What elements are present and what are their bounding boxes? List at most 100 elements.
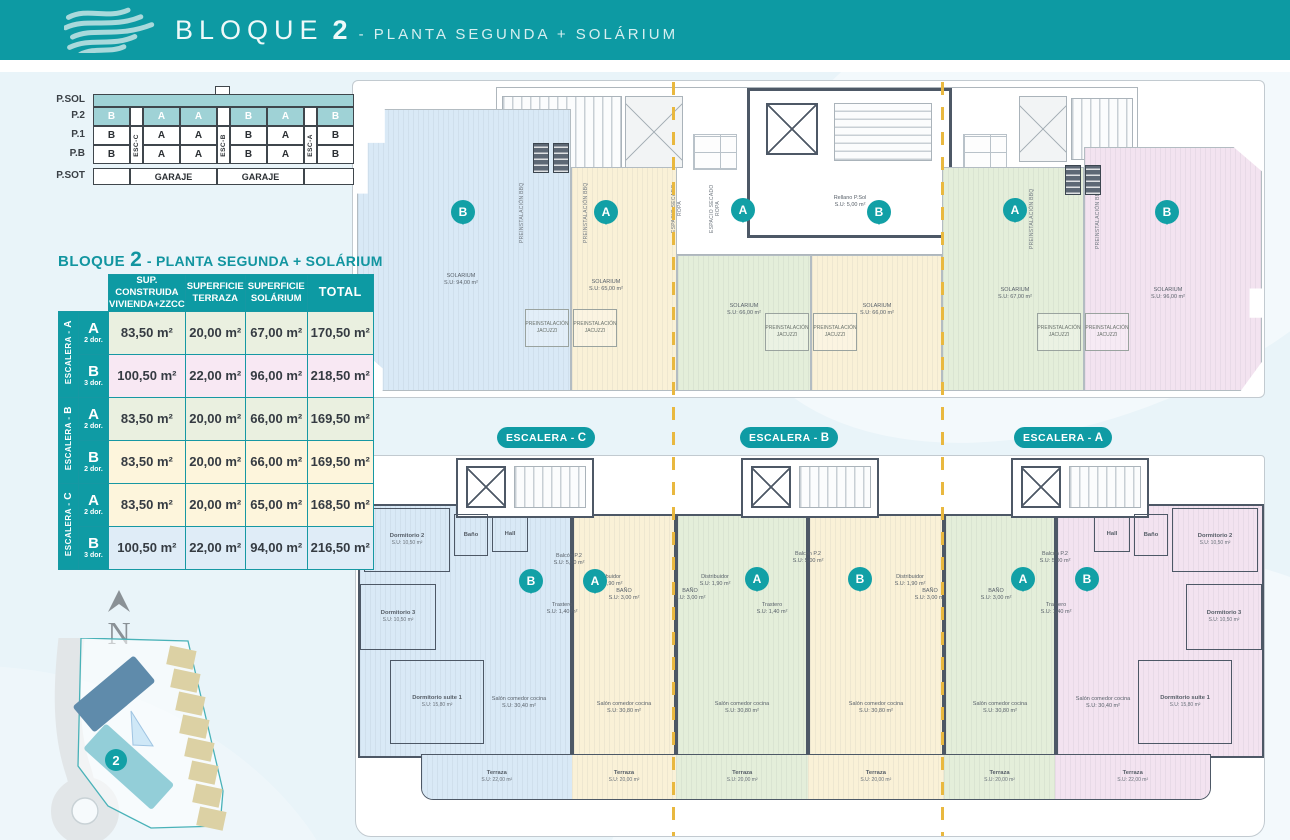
cell-sup: 100,50 m²: [108, 353, 186, 398]
table-title: BLOQUE 2 - PLANTA SEGUNDA + SOLÁRIUM: [58, 248, 383, 272]
roof-panels: [693, 134, 737, 170]
bbq-label: PREINSTALACIÓN BBQ: [583, 182, 589, 244]
floor-label: P.SOT: [56, 170, 85, 181]
cell-total: 169,50 m²: [306, 439, 374, 484]
stair-column-esc-c: ESC-C: [130, 126, 143, 164]
unit-cell: A: [267, 107, 304, 126]
unit-pin: A: [583, 569, 607, 593]
rellano-sup: S.U: 5,00 m²: [834, 202, 866, 209]
unit-cell: A: [180, 126, 217, 145]
unit-cell: B: [317, 145, 354, 164]
group-escalera-c: ESCALERA - C: [58, 482, 79, 570]
unit-escalera-a-b: [1056, 504, 1264, 758]
solarium-zone-escalera-c-a: [571, 167, 677, 391]
room-bano: Baño: [1134, 514, 1168, 556]
drying-rack: [1065, 165, 1081, 195]
stairs: [514, 466, 586, 508]
core-stairs: [834, 103, 932, 161]
solarium-floor-plan: Rellano P.Sol S.U: 5,00 m² B A A B A B S…: [352, 80, 1265, 398]
pill-prefix: ESCALERA -: [748, 431, 818, 444]
col-header-total: TOTAL: [306, 274, 374, 312]
cell-terraza: 22,00 m²: [184, 353, 246, 398]
floor-psol-bar: [93, 94, 354, 107]
cell-terraza: 22,00 m²: [184, 525, 246, 570]
cell-sup: 83,50 m²: [108, 396, 186, 441]
esc-label: ESC-A: [307, 133, 314, 157]
page-title: BLOQUE 2 - PLANTA SEGUNDA + SOLÁRIUM: [175, 15, 678, 46]
pill-letter: C: [577, 431, 587, 444]
core-escalera-c: [456, 458, 594, 518]
solarium-zone-escalera-b-a: [677, 255, 811, 391]
bbq-label: PREINSTALACIÓN BBQ: [1095, 188, 1101, 250]
unit-cell: A: [180, 145, 217, 164]
bbq-label: PREINSTALACIÓN BBQ: [519, 182, 525, 244]
cell-solarium: 66,00 m²: [244, 396, 308, 441]
block-2-badge-number: 2: [112, 753, 119, 768]
unit-cell: B: [93, 145, 130, 164]
stairs: [799, 466, 871, 508]
esc-gap: [130, 107, 143, 126]
solarium-zone-escalera-a-b: [1084, 147, 1262, 391]
townhouses: [166, 645, 227, 831]
unit-cell: B: [230, 145, 267, 164]
floor-label: P.1: [71, 129, 85, 140]
unit-escalera-b-a: [676, 514, 808, 758]
room-bano: Baño: [454, 514, 488, 556]
cell-solarium: 67,00 m²: [244, 310, 308, 355]
unit-cell: A: [267, 126, 304, 145]
cell-total: 169,50 m²: [306, 396, 374, 441]
unit-cell: A: [143, 145, 180, 164]
core-escalera-b: [741, 458, 879, 518]
esc-label: ESC-B: [220, 133, 227, 157]
section-dashed-line: [672, 82, 675, 836]
room-hall: Hall: [1094, 516, 1130, 552]
unit-pin: A: [745, 567, 769, 591]
unit-cell: A: [180, 107, 217, 126]
building-dark: [73, 656, 155, 732]
elevator-shaft: [1021, 466, 1061, 508]
escalera-a-pill: ESCALERA - A: [1014, 427, 1112, 448]
drying-rack: [533, 143, 549, 173]
floor-p2-row: B A A B A B: [93, 107, 354, 126]
unit-pin: B: [1155, 200, 1179, 224]
garaje-cell: GARAJE: [217, 168, 304, 185]
floor-label: P.2: [71, 110, 85, 121]
cell-total: 218,50 m²: [306, 353, 374, 398]
pill-letter: A: [1094, 431, 1104, 444]
garaje-cell: GARAJE: [130, 168, 217, 185]
esc-gap: [304, 107, 317, 126]
floor-psot-row: GARAJE GARAJE: [93, 168, 354, 185]
cell-sup: 100,50 m²: [108, 525, 186, 570]
cell-sup: 83,50 m²: [108, 310, 186, 355]
drying-rack: [1085, 165, 1101, 195]
table-title-rest: - PLANTA SEGUNDA + SOLÁRIUM: [146, 253, 383, 269]
roundabout: [51, 777, 119, 840]
